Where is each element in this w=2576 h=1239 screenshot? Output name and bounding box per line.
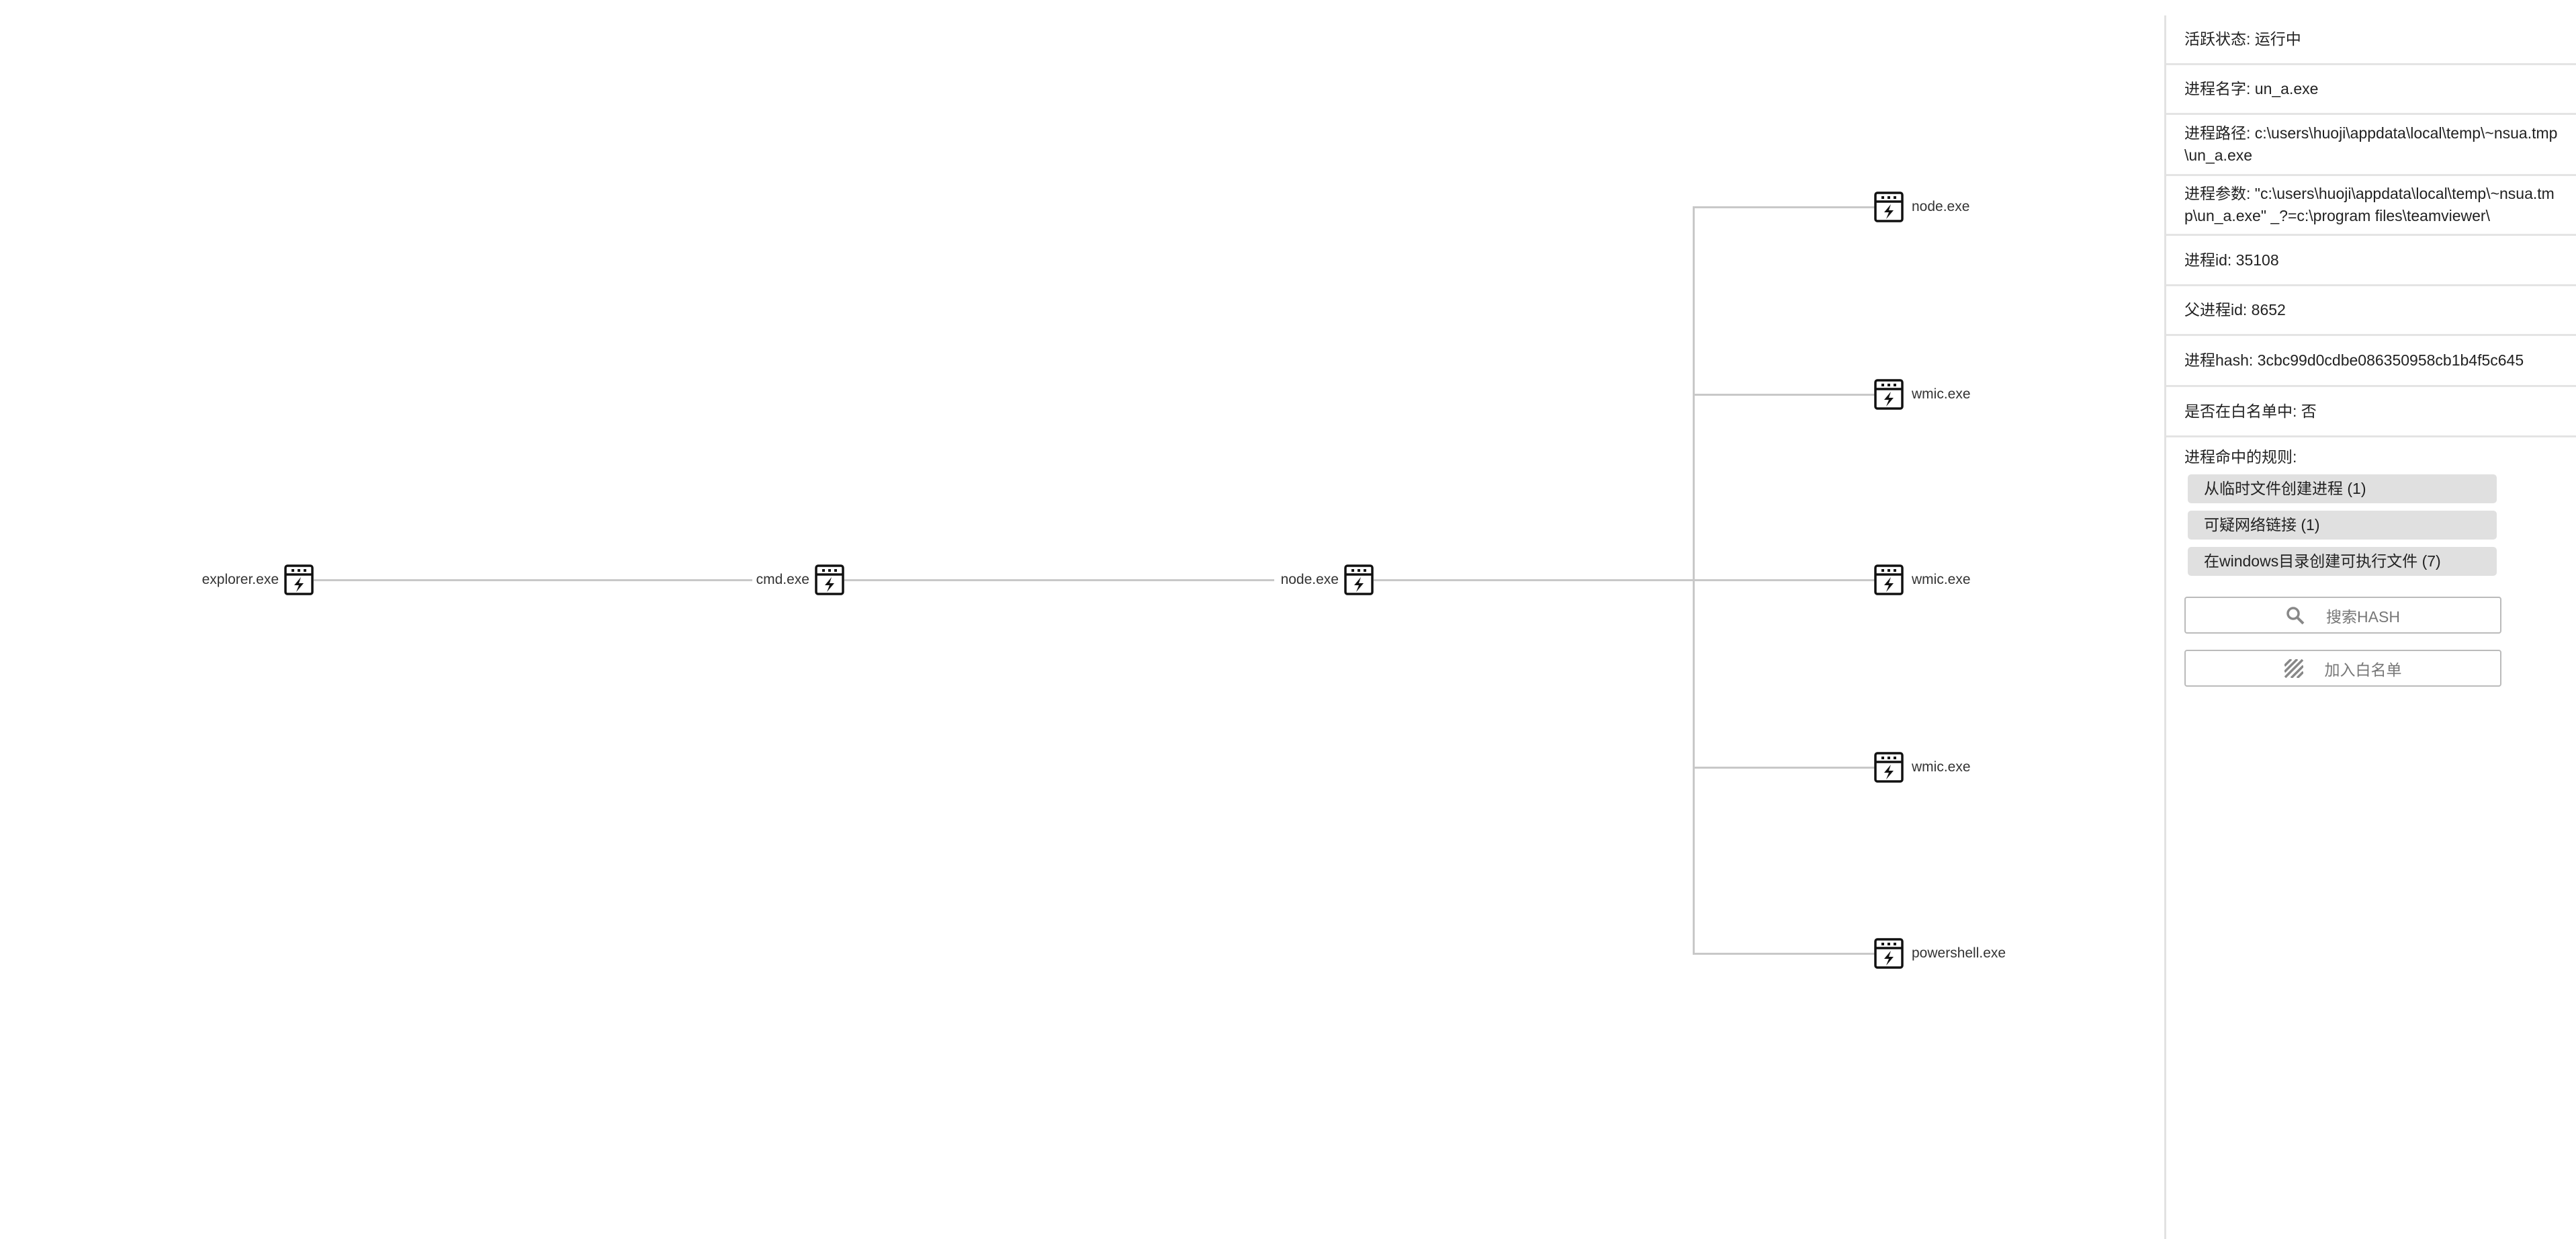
node-label: wmic.exe xyxy=(1912,759,1971,775)
branch-edge xyxy=(1693,206,1875,208)
node-cmd[interactable]: cmd.exe xyxy=(756,564,844,595)
node-label: powershell.exe xyxy=(1912,945,2006,961)
child-node[interactable]: node.exe xyxy=(1874,191,1969,222)
add-whitelist-label: 加入白名单 xyxy=(2324,660,2402,679)
node-label: wmic.exe xyxy=(1912,386,1971,402)
process-icon xyxy=(1874,938,1904,969)
branch-edge xyxy=(1693,953,1875,955)
child-node[interactable]: wmic.exe xyxy=(1874,379,1971,410)
node-label: node.exe xyxy=(1912,199,1970,214)
path-row: 进程路径: c:\users\huoji\appdata\local\temp\… xyxy=(2166,115,2576,176)
process-icon xyxy=(1874,379,1904,410)
node-explorer[interactable]: explorer.exe xyxy=(202,564,314,595)
rule-chip: 在windows目录创建可执行文件 (7) xyxy=(2188,547,2497,576)
search-hash-label: 搜索HASH xyxy=(2326,607,2400,626)
rule-chip: 可疑网络链接 (1) xyxy=(2188,511,2497,540)
branch-edge xyxy=(1693,767,1875,769)
whitelist-row: 是否在白名单中: 否 xyxy=(2166,387,2576,437)
edge-node-branch xyxy=(1374,579,1695,581)
branch-edge xyxy=(1693,394,1875,396)
search-hash-button[interactable]: 搜索HASH xyxy=(2184,597,2501,634)
node-label: wmic.exe xyxy=(1912,572,1971,587)
node-label: explorer.exe xyxy=(202,572,279,587)
child-node[interactable]: wmic.exe xyxy=(1874,564,1971,595)
hatch-icon xyxy=(2284,658,2303,678)
args-row: 进程参数: "c:\users\huoji\appdata\local\temp… xyxy=(2166,176,2576,236)
child-node[interactable]: wmic.exe xyxy=(1874,752,1971,783)
status-row: 活跃状态: 运行中 xyxy=(2166,15,2576,65)
process-tree: explorer.exe cmd.exe node.exe node.exe w… xyxy=(202,0,2006,1239)
process-icon xyxy=(1874,752,1904,783)
edge-explorer-cmd xyxy=(314,579,752,581)
child-node[interactable]: powershell.exe xyxy=(1874,938,2006,969)
search-icon xyxy=(2286,606,2305,624)
process-icon xyxy=(815,564,844,595)
add-whitelist-button[interactable]: 加入白名单 xyxy=(2184,650,2501,687)
process-icon xyxy=(284,564,314,595)
node-label: cmd.exe xyxy=(756,572,809,587)
name-row: 进程名字: un_a.exe xyxy=(2166,65,2576,115)
rule-chip: 从临时文件创建进程 (1) xyxy=(2188,474,2497,503)
process-icon xyxy=(1874,191,1904,222)
rules-title: 进程命中的规则: xyxy=(2184,448,2297,466)
pid-row: 进程id: 35108 xyxy=(2166,236,2576,286)
edge-cmd-node xyxy=(844,579,1274,581)
process-detail-panel: 活跃状态: 运行中 进程名字: un_a.exe 进程路径: c:\users\… xyxy=(2164,15,2576,1239)
process-icon xyxy=(1344,564,1374,595)
ppid-row: 父进程id: 8652 xyxy=(2166,286,2576,336)
process-icon xyxy=(1874,564,1904,595)
node-node[interactable]: node.exe xyxy=(1281,564,1374,595)
hash-row: 进程hash: 3cbc99d0cdbe086350958cb1b4f5c645 xyxy=(2166,336,2576,387)
branch-edge xyxy=(1693,579,1875,581)
node-label: node.exe xyxy=(1280,572,1339,587)
